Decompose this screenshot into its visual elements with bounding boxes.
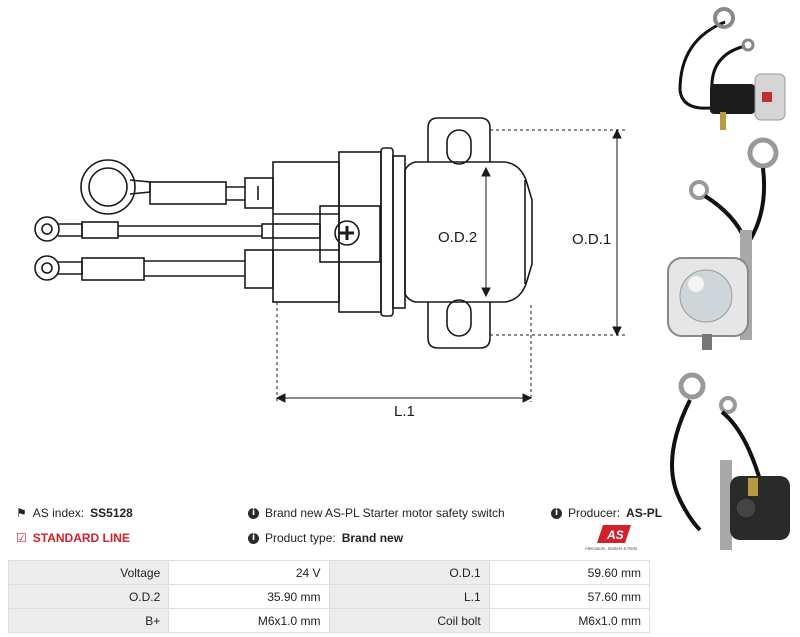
product-type-row: i Product type: Brand new — [248, 531, 403, 545]
spec-label: B+ — [7, 608, 170, 633]
product-photos — [667, 7, 790, 550]
product-photo-top — [678, 7, 786, 130]
specs-table: Voltage 24 V O.D.1 59.60 mm O.D.2 35.90 … — [7, 560, 651, 633]
od2-label: O.D.2 — [438, 229, 477, 246]
spec-label: L.1 — [328, 584, 490, 609]
tag-icon: ⚑ — [16, 506, 27, 520]
info-icon: i — [248, 507, 259, 519]
producer-value: AS-PL — [626, 506, 663, 520]
spec-value: 59.60 mm — [488, 560, 651, 585]
as-index-row: ⚑ AS index: SS5128 — [16, 506, 133, 520]
spec-value: M6x1.0 mm — [168, 608, 330, 633]
as-index-value: SS5128 — [90, 506, 133, 520]
spec-value: 57.60 mm — [488, 584, 651, 609]
spec-label: O.D.1 — [328, 560, 490, 585]
producer-row: i Producer: AS-PL — [551, 506, 662, 520]
table-row: O.D.2 35.90 mm L.1 57.60 mm — [7, 584, 651, 609]
as-index-label: AS index: — [32, 506, 85, 520]
product-type-label: Product type: — [265, 531, 336, 545]
info-icon: i — [551, 507, 562, 519]
od1-label: O.D.1 — [572, 231, 611, 248]
svg-text:AS: AS — [606, 528, 624, 542]
producer-label: Producer: — [568, 506, 621, 520]
product-photo-middle — [667, 137, 779, 350]
standard-line-label: STANDARD LINE — [32, 531, 130, 545]
as-pl-logo: AS Alternators, Starters & Parts — [585, 525, 637, 551]
spec-label: Voltage — [7, 560, 170, 585]
standard-line-row: ☑ STANDARD LINE — [16, 531, 130, 545]
table-row: B+ M6x1.0 mm Coil bolt M6x1.0 mm — [7, 608, 651, 633]
spec-value: 24 V — [168, 560, 330, 585]
technical-drawing: O.D.2 O.D.1 L.1 — [34, 117, 625, 420]
description-text: Brand new AS-PL Starter motor safety swi… — [265, 506, 505, 520]
spec-value: M6x1.0 mm — [488, 608, 651, 633]
svg-text:Alternators, Starters & Parts: Alternators, Starters & Parts — [585, 546, 637, 551]
spec-value: 35.90 mm — [168, 584, 330, 609]
description-row: i Brand new AS-PL Starter motor safety s… — [248, 506, 505, 520]
spec-label: O.D.2 — [7, 584, 170, 609]
table-row: Voltage 24 V O.D.1 59.60 mm — [7, 560, 651, 585]
checkbox-icon: ☑ — [16, 531, 27, 545]
product-type-value: Brand new — [341, 531, 404, 545]
product-photo-bottom — [670, 372, 790, 550]
l1-label: L.1 — [394, 403, 415, 420]
spec-label: Coil bolt — [328, 608, 490, 633]
info-icon: i — [248, 532, 259, 544]
